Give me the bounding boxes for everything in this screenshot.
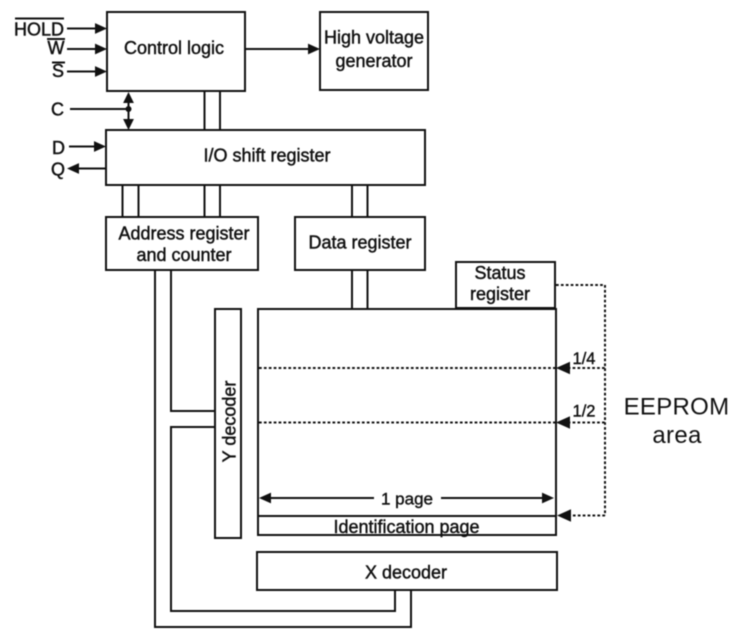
svg-text:EEPROM: EEPROM xyxy=(624,394,730,421)
svg-text:Q: Q xyxy=(51,160,65,180)
svg-text:Control logic: Control logic xyxy=(124,38,224,58)
svg-text:W: W xyxy=(48,38,65,58)
svg-text:and counter: and counter xyxy=(136,245,231,265)
svg-text:C: C xyxy=(51,100,64,120)
svg-text:HOLD: HOLD xyxy=(14,20,64,40)
svg-text:Status: Status xyxy=(474,263,525,283)
svg-text:generator: generator xyxy=(335,51,412,71)
svg-text:1/2: 1/2 xyxy=(573,403,596,421)
svg-text:I/O shift register: I/O shift register xyxy=(203,146,330,166)
svg-text:1 page: 1 page xyxy=(381,490,433,509)
svg-text:S: S xyxy=(52,61,64,81)
svg-text:X decoder: X decoder xyxy=(365,563,447,583)
svg-text:High voltage: High voltage xyxy=(324,28,424,48)
svg-text:Data register: Data register xyxy=(308,233,411,253)
svg-text:D: D xyxy=(52,138,65,158)
svg-text:Y decoder: Y decoder xyxy=(220,381,240,463)
svg-text:1/4: 1/4 xyxy=(573,350,596,368)
svg-text:area: area xyxy=(652,422,702,449)
svg-text:Identification page: Identification page xyxy=(333,517,479,537)
svg-text:Address register: Address register xyxy=(118,224,249,244)
svg-text:register: register xyxy=(470,284,530,304)
